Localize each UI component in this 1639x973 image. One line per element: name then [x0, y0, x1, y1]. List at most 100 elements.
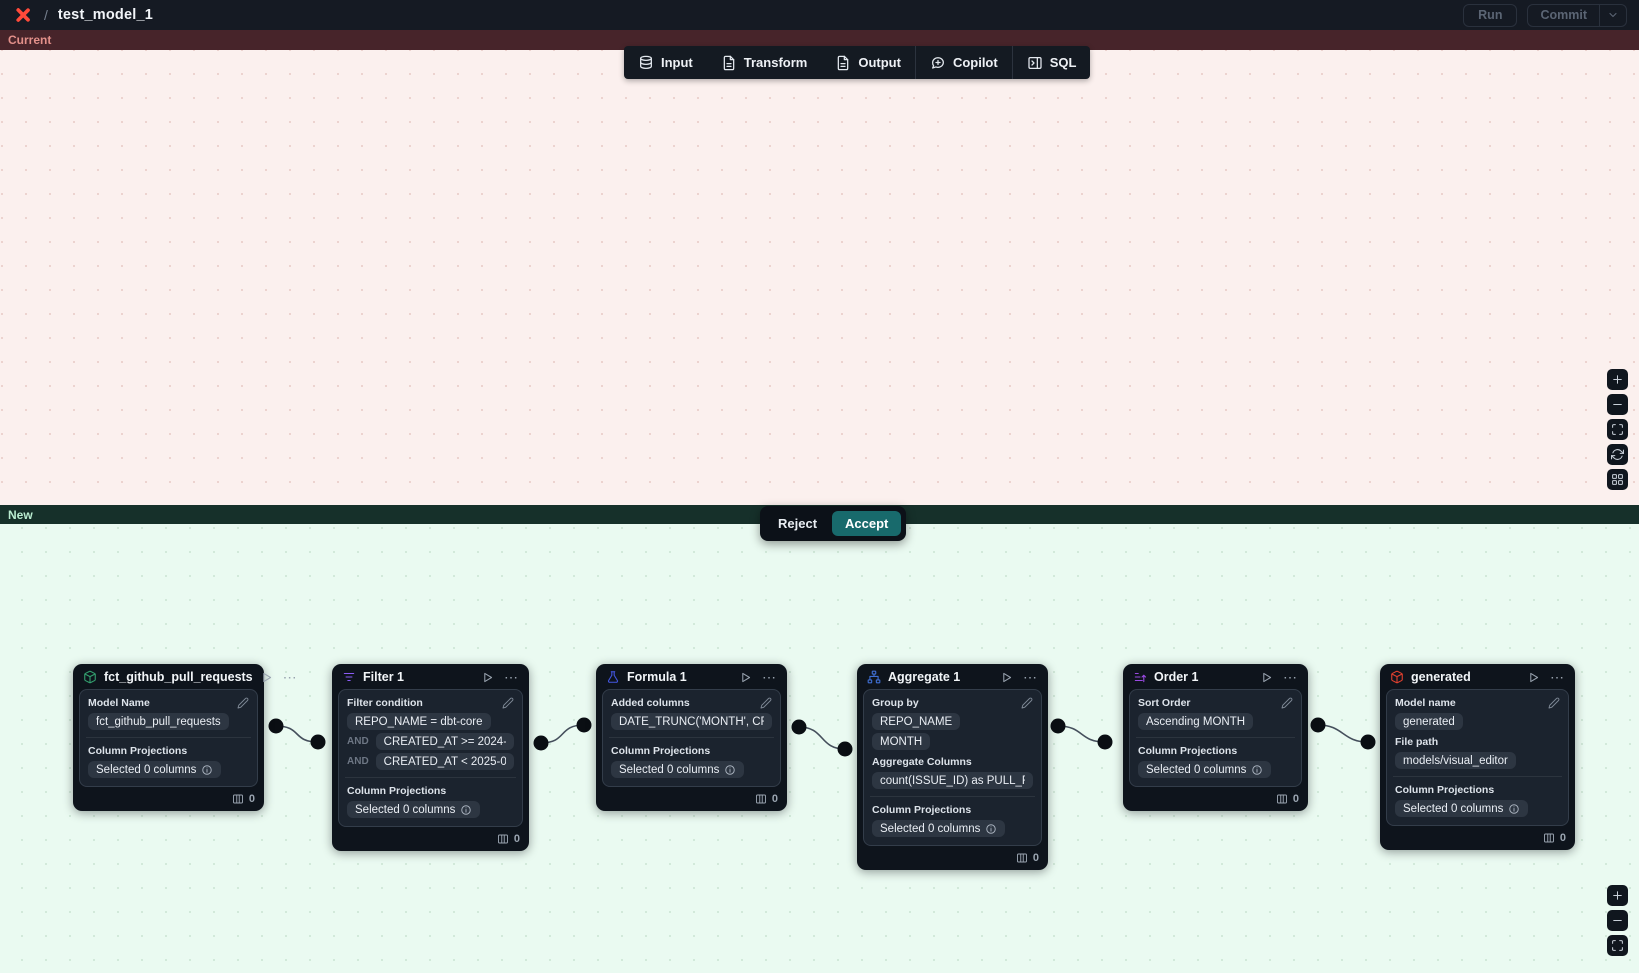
commit-caret-icon[interactable]: [1600, 5, 1626, 26]
value-pill[interactable]: models/visual_editor: [1395, 752, 1516, 769]
edit-pencil-icon[interactable]: [1021, 697, 1033, 709]
value-pill[interactable]: MONTH: [872, 733, 931, 750]
value-pill[interactable]: Selected 0 columns: [1138, 761, 1272, 778]
value-pill-text: Selected 0 columns: [96, 763, 197, 776]
run-button[interactable]: Run: [1463, 3, 1518, 27]
node-run-button[interactable]: [1527, 671, 1540, 684]
toolbar-item-sql[interactable]: SQL: [1013, 46, 1091, 79]
value-pill[interactable]: CREATED_AT >= 2024-12-01: [375, 733, 514, 750]
value-pill[interactable]: Selected 0 columns: [1395, 800, 1529, 817]
page-title: test_model_1: [57, 7, 153, 23]
info-icon[interactable]: [460, 804, 472, 816]
edge-layer: [268, 717, 1376, 757]
toolbar-item-output[interactable]: Output: [821, 46, 915, 79]
info-icon[interactable]: [201, 764, 213, 776]
node-run-button[interactable]: [481, 671, 494, 684]
node-run-button[interactable]: [739, 671, 752, 684]
reject-button[interactable]: Reject: [765, 511, 830, 536]
value-pill[interactable]: REPO_NAME: [872, 713, 961, 730]
zoom-out-button[interactable]: [1607, 394, 1628, 415]
output-port[interactable]: [1310, 717, 1326, 733]
section-label: Column Projections: [88, 745, 188, 757]
output-port[interactable]: [791, 719, 807, 735]
section-label: Group by: [872, 697, 919, 709]
value-pill-text: CREATED_AT >= 2024-12-01: [383, 735, 506, 748]
node-run-button[interactable]: [260, 671, 273, 684]
value-pill[interactable]: Ascending MONTH: [1138, 713, 1254, 730]
zoom-in-button[interactable]: [1607, 369, 1628, 390]
value-pill[interactable]: Selected 0 columns: [347, 801, 481, 818]
node-run-button[interactable]: [1000, 671, 1013, 684]
value-pill[interactable]: fct_github_pull_requests: [88, 713, 229, 730]
node-menu-button[interactable]: ⋯: [762, 669, 777, 685]
value-pill[interactable]: Selected 0 columns: [88, 761, 222, 778]
input-port[interactable]: [837, 741, 853, 757]
zoom-out-icon: [1611, 914, 1624, 927]
node-menu-button[interactable]: ⋯: [504, 669, 519, 685]
minimap-button[interactable]: [1607, 469, 1628, 490]
input-port[interactable]: [1360, 734, 1376, 750]
node-menu-button[interactable]: ⋯: [1283, 669, 1298, 685]
fit-view-button[interactable]: [1607, 419, 1628, 440]
node-menu-button[interactable]: ⋯: [1550, 669, 1565, 685]
node-menu-button[interactable]: ⋯: [1023, 669, 1038, 685]
value-pill[interactable]: generated: [1395, 713, 1463, 730]
input-port[interactable]: [310, 734, 326, 750]
copilot-icon: [930, 55, 946, 71]
breadcrumb-separator: /: [44, 7, 48, 23]
current-version-bar: Current: [0, 30, 1639, 50]
output-port[interactable]: [533, 735, 549, 751]
edit-pencil-icon[interactable]: [502, 697, 514, 709]
refresh-button[interactable]: [1607, 444, 1628, 465]
zoom-in-button[interactable]: [1607, 885, 1628, 906]
play-icon: [260, 671, 273, 684]
node-header: Aggregate 1⋯: [857, 664, 1048, 689]
value-pill-text: Selected 0 columns: [355, 803, 456, 816]
toolbar-item-input[interactable]: Input: [624, 46, 707, 79]
section-label: Column Projections: [1138, 745, 1238, 757]
value-pill[interactable]: CREATED_AT < 2025-03-01: [375, 753, 514, 770]
value-pill[interactable]: REPO_NAME = dbt-core: [347, 713, 491, 730]
edit-pencil-icon[interactable]: [1548, 697, 1560, 709]
edit-pencil-icon[interactable]: [1281, 697, 1293, 709]
value-pill[interactable]: count(ISSUE_ID) as PULL_REQUEST_…: [872, 772, 1033, 789]
input-port[interactable]: [1097, 734, 1113, 750]
value-pill-text: Selected 0 columns: [1146, 763, 1247, 776]
condition-prefix: AND: [347, 736, 369, 747]
accept-button[interactable]: Accept: [832, 511, 902, 536]
output-port[interactable]: [1050, 718, 1066, 734]
columns-icon: [497, 833, 509, 845]
graph-node-aggregate[interactable]: Aggregate 1⋯ Group by REPO_NAME MONTH Aggreg…: [857, 664, 1048, 870]
toolbar-item-transform[interactable]: Transform: [707, 46, 822, 79]
value-pill[interactable]: Selected 0 columns: [611, 761, 745, 778]
info-icon[interactable]: [985, 823, 997, 835]
columns-icon: [232, 793, 244, 805]
fit-view-button[interactable]: [1607, 935, 1628, 956]
dbt-logo-icon[interactable]: [12, 4, 34, 26]
node-run-button[interactable]: [1260, 671, 1273, 684]
info-icon[interactable]: [1508, 803, 1520, 815]
node-menu-button[interactable]: ⋯: [282, 669, 298, 685]
value-pill[interactable]: Selected 0 columns: [872, 820, 1006, 837]
info-icon[interactable]: [724, 764, 736, 776]
current-canvas[interactable]: [0, 50, 1639, 505]
edit-pencil-icon[interactable]: [760, 697, 772, 709]
toolbar-item-copilot[interactable]: Copilot: [916, 46, 1012, 79]
info-icon[interactable]: [1251, 764, 1263, 776]
edit-pencil-icon[interactable]: [237, 697, 249, 709]
value-pill[interactable]: DATE_TRUNC('MONTH', CREATED_AT…: [611, 713, 772, 730]
section-divider: [86, 737, 251, 738]
section-label: Added columns: [611, 697, 690, 709]
input-port[interactable]: [576, 717, 592, 733]
zoom-out-button[interactable]: [1607, 910, 1628, 931]
output-port[interactable]: [268, 718, 284, 734]
commit-button[interactable]: Commit: [1528, 4, 1600, 26]
